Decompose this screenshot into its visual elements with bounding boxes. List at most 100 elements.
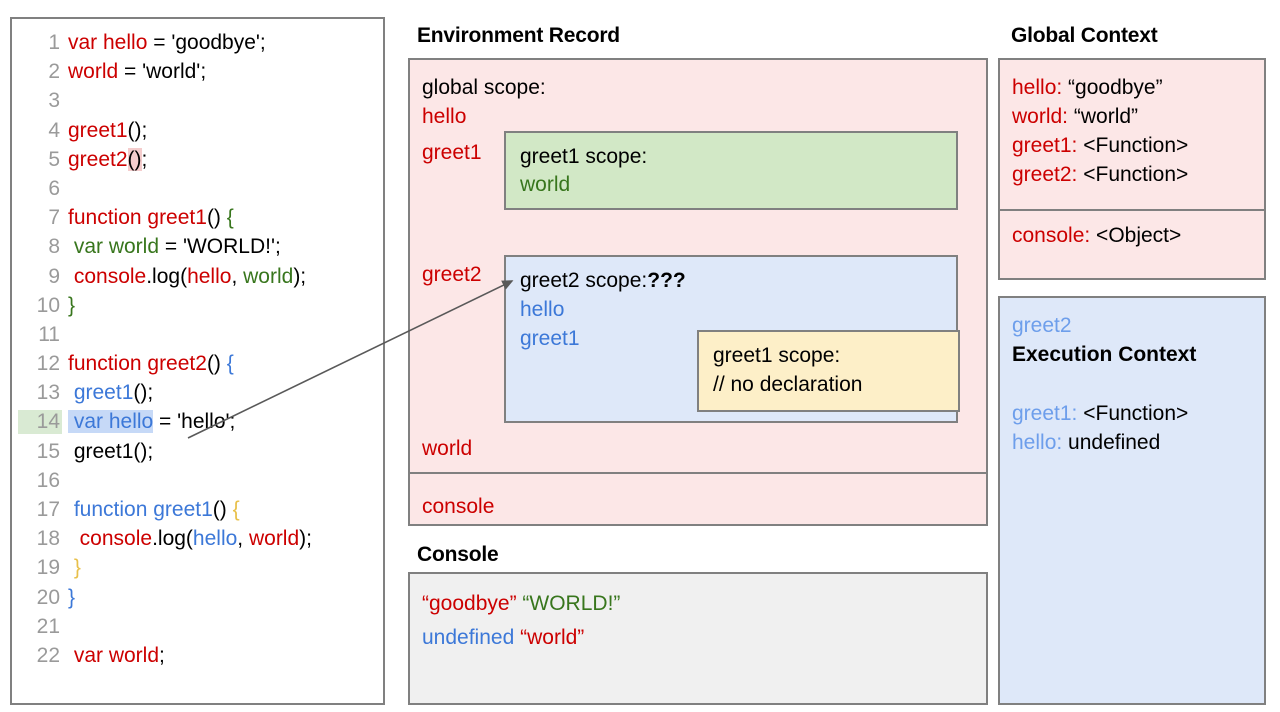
code-line[interactable]: 9 console.log(hello, world); [18,265,381,294]
code-line-text: world = 'world'; [62,60,206,84]
line-number: 9 [48,264,60,288]
binding-greet1: greet1 [422,141,482,164]
code-token: () [212,498,233,521]
code-line-text: var hello = 'hello'; [62,410,235,434]
greet1-scope-binding-world: world [520,173,571,196]
global-context-divider [1000,209,1264,211]
greet1-inner-scope-label: greet1 scope: [713,344,841,367]
code-line[interactable]: 10} [18,294,381,323]
entry-value: <Function> [1077,402,1189,425]
console-token: “WORLD!” [522,592,621,615]
code-line[interactable]: 15 greet1(); [18,440,381,469]
code-token: { [232,498,240,521]
code-line[interactable]: 16 [18,469,381,498]
code-token: var world [68,643,160,667]
code-line[interactable]: 18 console.log(hello, world); [18,527,381,556]
console-token: undefined [422,626,515,649]
line-number: 13 [36,381,60,405]
code-line[interactable]: 20} [18,586,381,615]
code-line[interactable]: 19 } [18,556,381,585]
entry-key: hello: [1012,431,1063,454]
code-token: console [68,264,147,288]
code-line[interactable]: 6 [18,177,381,206]
execution-context-entry: hello: undefined [1012,431,1160,455]
entry-key: greet1: [1012,402,1078,425]
code-token: = 'WORLD!'; [159,235,281,259]
code-line[interactable]: 3 [18,89,381,118]
line-number: 7 [48,206,60,230]
code-line[interactable]: 14 var hello = 'hello'; [18,410,381,439]
code-token: (); [133,381,154,405]
code-token: var hello [68,31,148,54]
line-number: 6 [48,176,60,200]
binding-hello: hello [422,105,467,128]
greet2-scope-binding-hello: hello [520,298,565,321]
execution-context-name: greet2 [1012,314,1072,337]
code-line-text: greet1(); [62,119,147,143]
code-token: (); [127,118,148,142]
code-token: world [243,264,294,288]
entry-value: “world” [1068,105,1139,128]
code-token: .log( [152,527,193,551]
entry-key: hello: [1012,76,1063,99]
console-token: “world” [520,626,585,649]
code-token: greet1(); [68,439,154,463]
code-token: var hello [68,410,154,434]
line-number: 4 [48,118,60,142]
global-context-entry: greet1: <Function> [1012,134,1188,158]
environment-record-title: Environment Record [417,24,620,47]
console-output-line: undefined “world” [422,626,584,650]
code-token: hello [192,527,238,551]
code-line-text: function greet1() { [62,498,240,522]
greet2-scope-unknown-marker: ??? [647,269,686,292]
code-line[interactable]: 17 function greet1() { [18,498,381,527]
code-line[interactable]: 13 greet1(); [18,381,381,410]
execution-context-heading: Execution Context [1012,343,1197,366]
environment-record-panel: global scope: hello greet1 greet2 world … [408,58,988,526]
console-token: “goodbye” [422,592,517,615]
code-token: } [68,585,76,609]
line-number: 19 [36,556,60,580]
console-title: Console [417,543,499,566]
line-number: 5 [48,147,60,171]
greet2-scope-binding-greet1: greet1 [520,327,580,350]
line-number: 18 [36,527,60,551]
code-line[interactable]: 21 [18,615,381,644]
code-line-text: function greet1() { [62,206,234,230]
code-line-text: console.log(hello, world); [62,265,306,289]
code-line[interactable]: 22 var world; [18,644,381,673]
execution-context-panel: greet2 Execution Context greet1: <Functi… [998,296,1266,705]
line-number: 3 [48,89,60,113]
greet1-inner-scope-box: greet1 scope: // no declaration [697,330,960,412]
code-token: .log( [146,264,188,288]
code-token: = 'world'; [118,60,207,84]
code-token: { [226,352,234,376]
greet1-inner-scope-comment: // no declaration [713,373,863,396]
greet2-scope-box: greet2 scope:??? hello greet1 greet1 sco… [504,255,960,423]
line-number: 8 [48,235,60,259]
binding-world: world [422,437,473,460]
code-token: { [226,206,234,230]
code-token: greet2 [68,147,128,171]
code-line-text: } [62,294,75,318]
global-scope-label: global scope: [422,76,546,99]
code-line-text: var world = 'WORLD!'; [62,235,281,259]
code-line-text: } [62,586,75,610]
code-line-text: function greet2() { [62,352,234,376]
code-token: , [231,264,244,288]
greet2-scope-label-row: greet2 scope:??? [520,269,686,293]
execution-context-entry: greet1: <Function> [1012,402,1188,426]
code-token: ); [299,527,312,551]
code-line-text: var world; [62,644,165,668]
code-line[interactable]: 8 var world = 'WORLD!'; [18,235,381,264]
code-line[interactable]: 11 [18,323,381,352]
line-number: 1 [48,31,60,54]
line-number: 20 [36,585,60,609]
